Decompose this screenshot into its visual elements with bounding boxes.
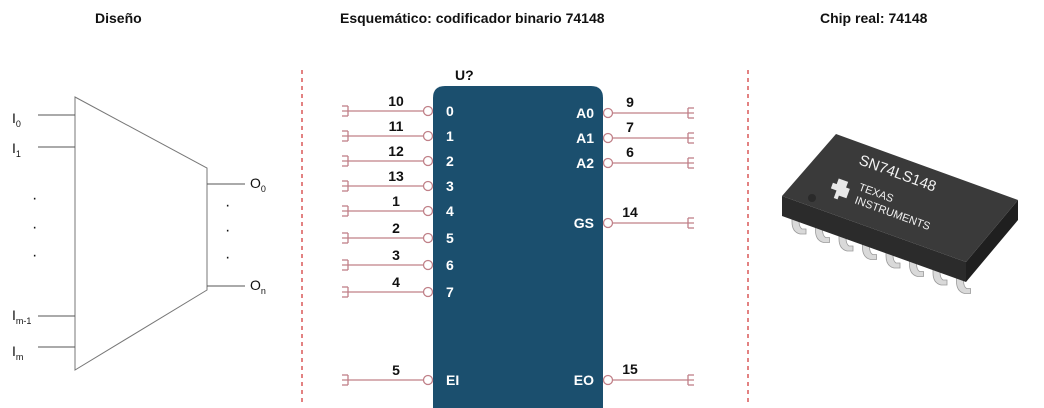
pin-number: 5 <box>392 362 400 378</box>
pin-number: 13 <box>388 168 404 184</box>
encoder-trapezoid <box>74 96 208 371</box>
chip-pin1-dot <box>808 194 816 202</box>
pin-bubble <box>422 374 434 386</box>
pin-bubble <box>422 105 434 117</box>
pin-name: A2 <box>576 155 594 171</box>
pin-bubble <box>602 107 614 119</box>
chip-body-side <box>782 196 966 282</box>
pin-number: 14 <box>622 204 638 220</box>
pin-name: EO <box>574 372 594 388</box>
input-label-1: I1 <box>12 140 21 159</box>
pin-bubble <box>422 180 434 192</box>
pin-number: 7 <box>626 119 634 135</box>
pin-bubble <box>422 205 434 217</box>
design-heading: Diseño <box>95 10 142 26</box>
input-dot-2: · <box>32 219 37 236</box>
pin-name: A0 <box>576 105 594 121</box>
left-pin-3: 13 3 <box>342 168 454 194</box>
schematic-heading: Esquemático: codificador binario 74148 <box>340 10 605 26</box>
pin-name: 4 <box>446 203 454 219</box>
pin-number: 11 <box>389 118 404 134</box>
pin-number: 9 <box>626 94 634 110</box>
chip-illustration: SN74LS148 TEXAS INSTRUMENTS <box>782 134 1018 294</box>
pin-number: 6 <box>626 144 634 160</box>
encoder-block-diagram: I0 I1 Im-1 Im O0 On · · · · · · <box>12 96 266 371</box>
pin-bubble <box>422 259 434 271</box>
chip-heading: Chip real: 74148 <box>820 10 928 26</box>
pin-name: A1 <box>576 130 594 146</box>
pin-bubble <box>602 217 614 229</box>
pin-bubble <box>602 132 614 144</box>
pin-number: 2 <box>392 220 400 236</box>
component-reference: U? <box>455 67 474 83</box>
pin-number: 12 <box>388 143 404 159</box>
pin-number: 10 <box>388 93 404 109</box>
ti-logo <box>830 178 850 200</box>
pin-bubble <box>422 130 434 142</box>
input-label-m: Im <box>12 343 23 362</box>
pin-name: 3 <box>446 178 454 194</box>
pin-bubble <box>422 232 434 244</box>
pin-bubble <box>422 286 434 298</box>
chip-body-top <box>782 134 1018 262</box>
input-label-0: I0 <box>12 110 21 129</box>
input-dot-1: · <box>32 190 37 207</box>
pin-name: 1 <box>446 128 454 144</box>
pin-bubble <box>602 157 614 169</box>
input-dot-3: · <box>32 247 37 264</box>
output-dot-2: · <box>225 222 230 239</box>
pin-number: 3 <box>392 247 400 263</box>
right-pin-a0: 9A0 <box>576 94 694 121</box>
output-label-0: O0 <box>250 175 266 194</box>
pin-number: 15 <box>622 361 638 377</box>
pin-name: 6 <box>446 257 454 273</box>
pin-name: 7 <box>446 284 454 300</box>
left-pin-2: 12 2 <box>342 143 454 169</box>
output-label-n: On <box>250 277 266 296</box>
pin-name: 2 <box>446 153 454 169</box>
pin-bubble <box>602 374 614 386</box>
left-pin-ei: 5EI <box>342 362 459 388</box>
left-pin-4: 14 <box>342 193 454 219</box>
pin-name: 5 <box>446 230 454 246</box>
output-dot-1: · <box>225 197 230 214</box>
pin-number: 1 <box>392 193 400 209</box>
pin-number: 4 <box>392 274 400 290</box>
pin-bubble <box>422 155 434 167</box>
left-pin-0: 10 0 <box>342 93 454 119</box>
output-dot-3: · <box>225 249 230 266</box>
left-pin-5: 25 <box>342 220 454 246</box>
pin-name: GS <box>574 215 594 231</box>
ic-body <box>433 86 603 408</box>
input-label-m-1: Im-1 <box>12 307 31 326</box>
chip-body-end <box>966 200 1018 282</box>
pin-name: 0 <box>446 103 454 119</box>
left-pin-6: 36 <box>342 247 454 273</box>
pin-name: EI <box>446 372 459 388</box>
right-pin-a2: 6A2 <box>576 144 694 171</box>
left-pin-7: 47 <box>342 274 454 300</box>
right-pin-a1: 7A1 <box>576 119 694 146</box>
left-pin-1: 111 <box>342 118 454 144</box>
